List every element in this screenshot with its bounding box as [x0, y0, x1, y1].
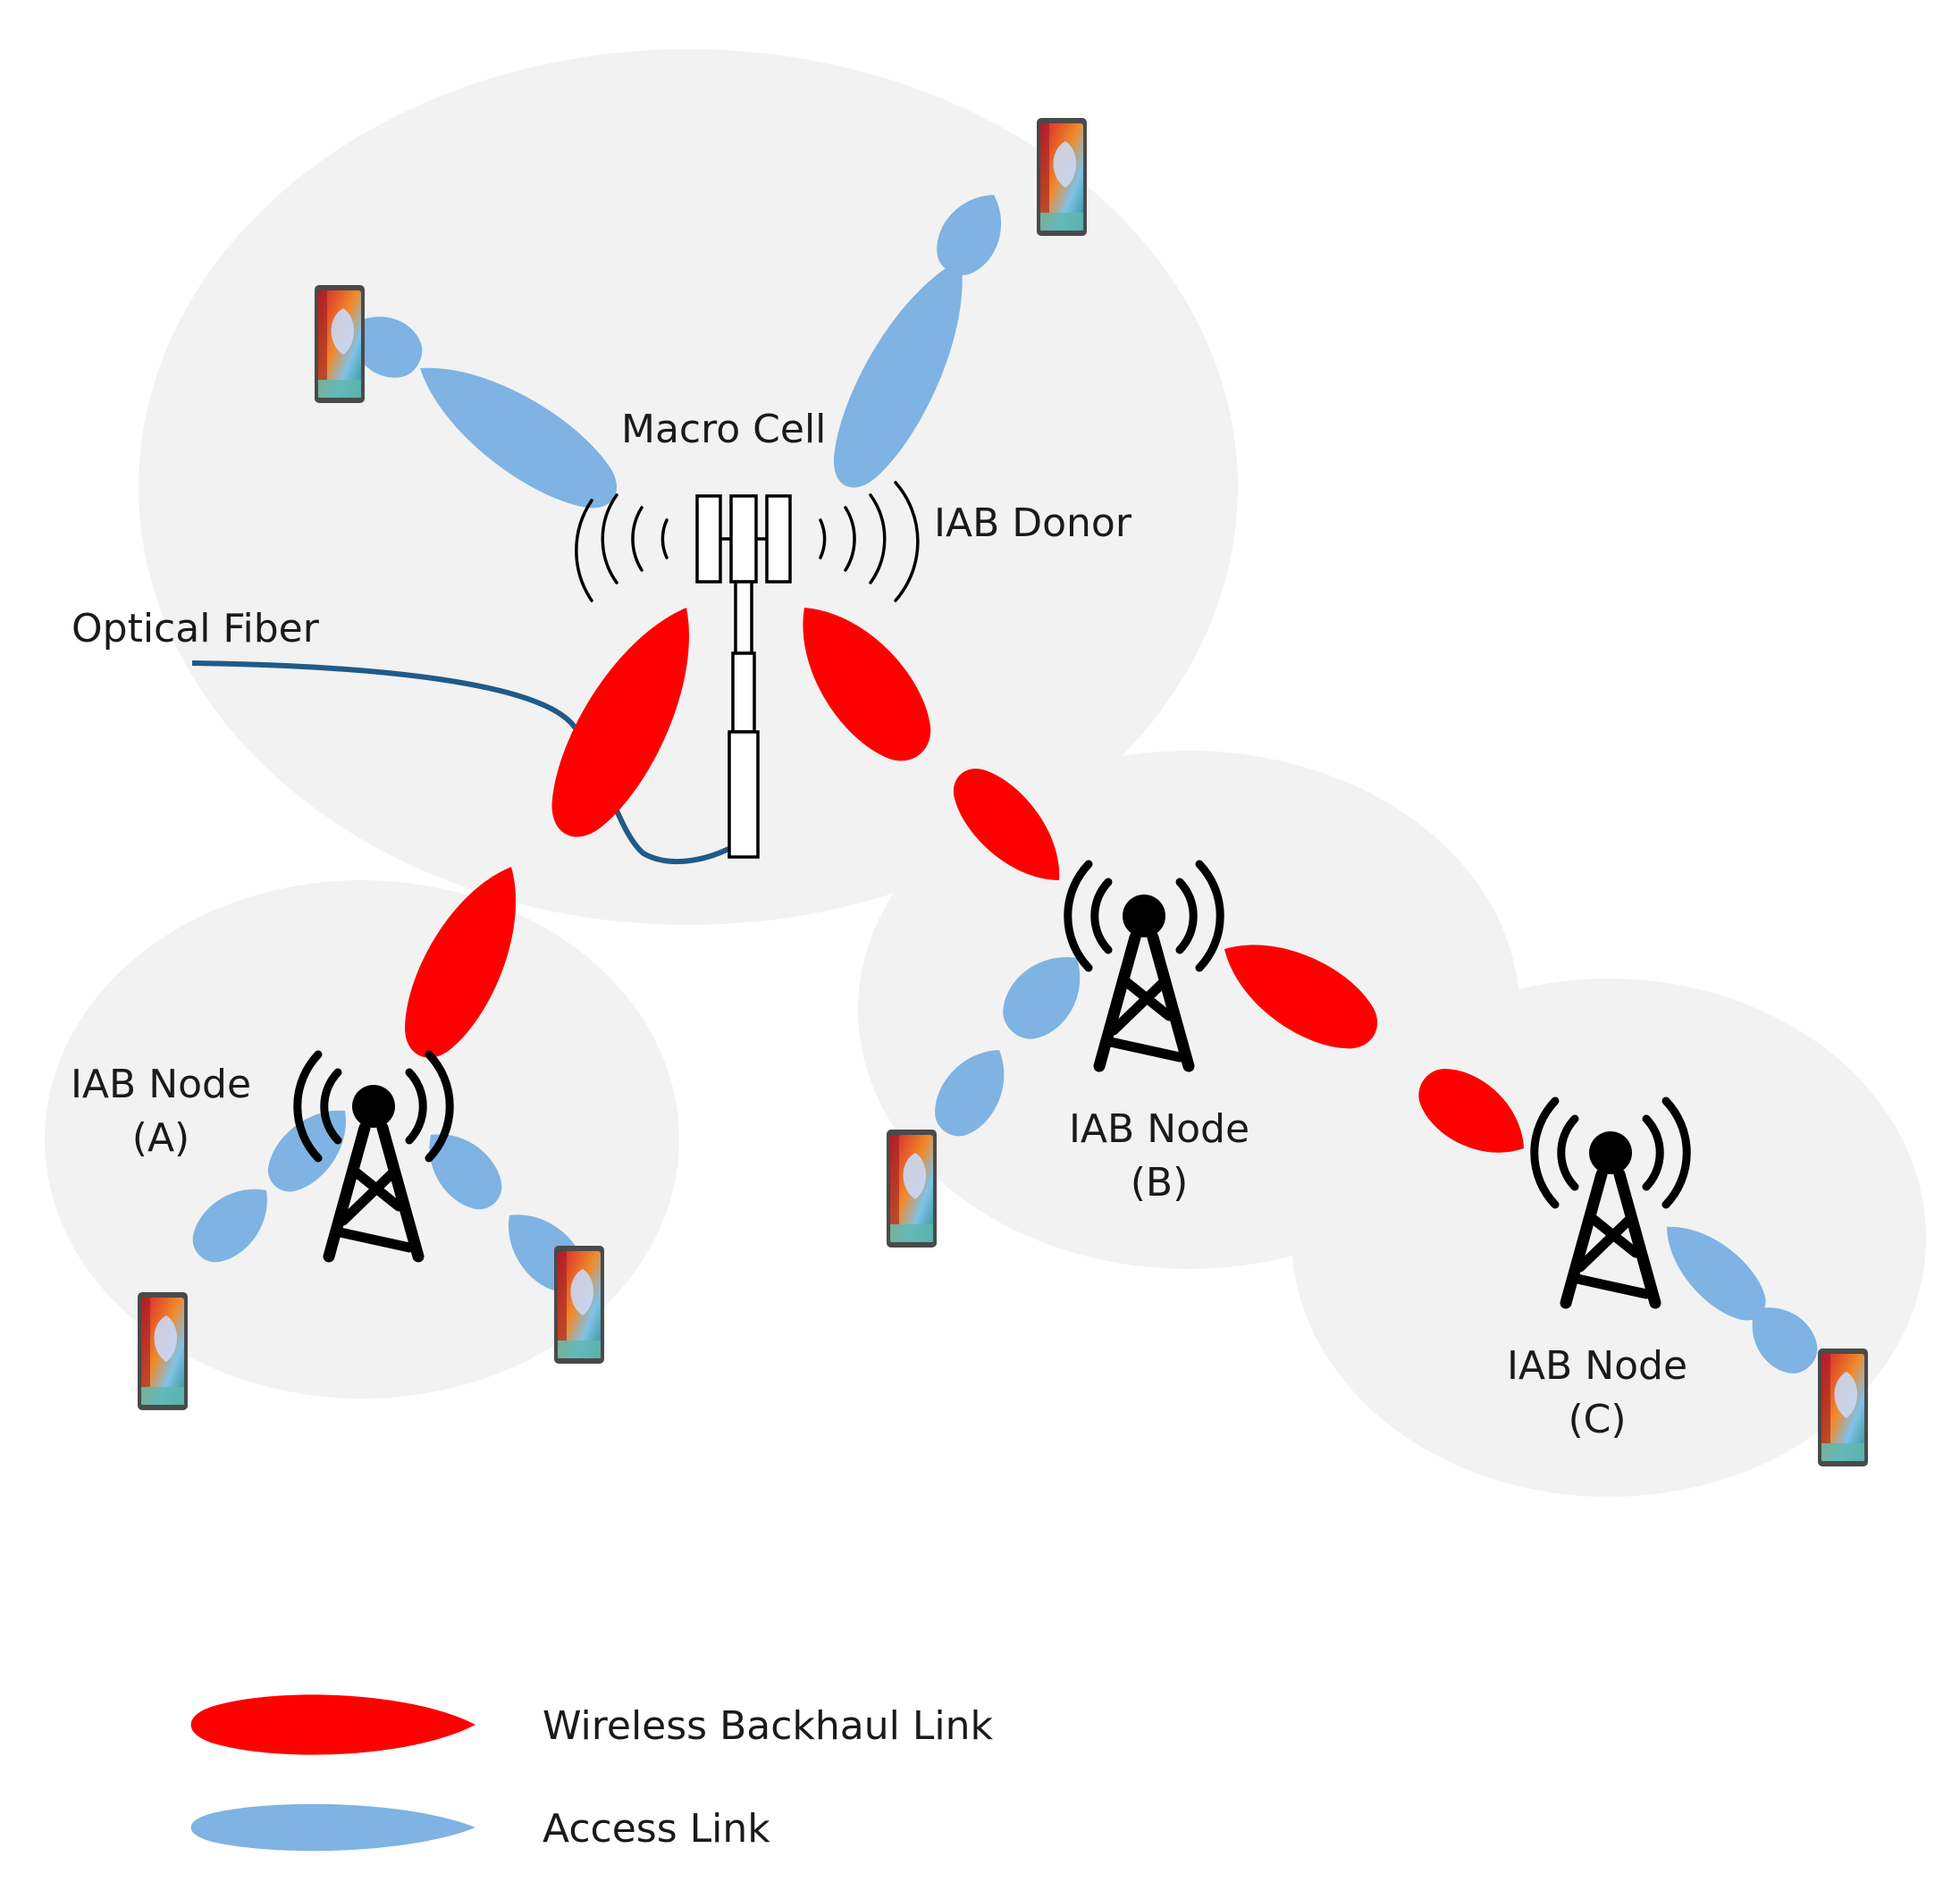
- macro-cell-label: Macro Cell: [621, 407, 826, 452]
- antenna-panel: [729, 494, 758, 584]
- antenna-panel: [765, 494, 792, 584]
- antenna-panel: [695, 494, 722, 584]
- legend-backhaul-swatch: [190, 1694, 475, 1755]
- phone-icon: [1818, 1348, 1868, 1466]
- node-c-sublabel: (C): [1568, 1397, 1626, 1442]
- node-b-sublabel: (B): [1131, 1160, 1189, 1206]
- phone-icon: [554, 1246, 604, 1364]
- phone-icon: [315, 285, 365, 403]
- tower-mast-base: [728, 730, 760, 859]
- macro-cell-tower: [695, 494, 792, 859]
- tower-mast-mid: [731, 651, 756, 734]
- optical-fiber-label: Optical Fiber: [72, 606, 320, 651]
- legend: Wireless Backhaul Link Access Link: [190, 1694, 993, 1852]
- legend-access-label: Access Link: [543, 1806, 770, 1852]
- node-b-label: IAB Node: [1069, 1106, 1249, 1152]
- phone-icon: [138, 1292, 188, 1410]
- iab-donor-label: IAB Donor: [934, 500, 1132, 546]
- node-a-sublabel: (A): [132, 1115, 189, 1161]
- node-a-label: IAB Node: [71, 1062, 251, 1107]
- legend-access-swatch: [190, 1803, 475, 1852]
- tower-mast-top: [734, 580, 753, 655]
- phone-icon: [1037, 118, 1087, 236]
- node-c-label: IAB Node: [1507, 1343, 1687, 1389]
- phone-icon: [887, 1130, 937, 1248]
- legend-backhaul-label: Wireless Backhaul Link: [543, 1703, 993, 1749]
- macro-signal-waves: [575, 481, 920, 602]
